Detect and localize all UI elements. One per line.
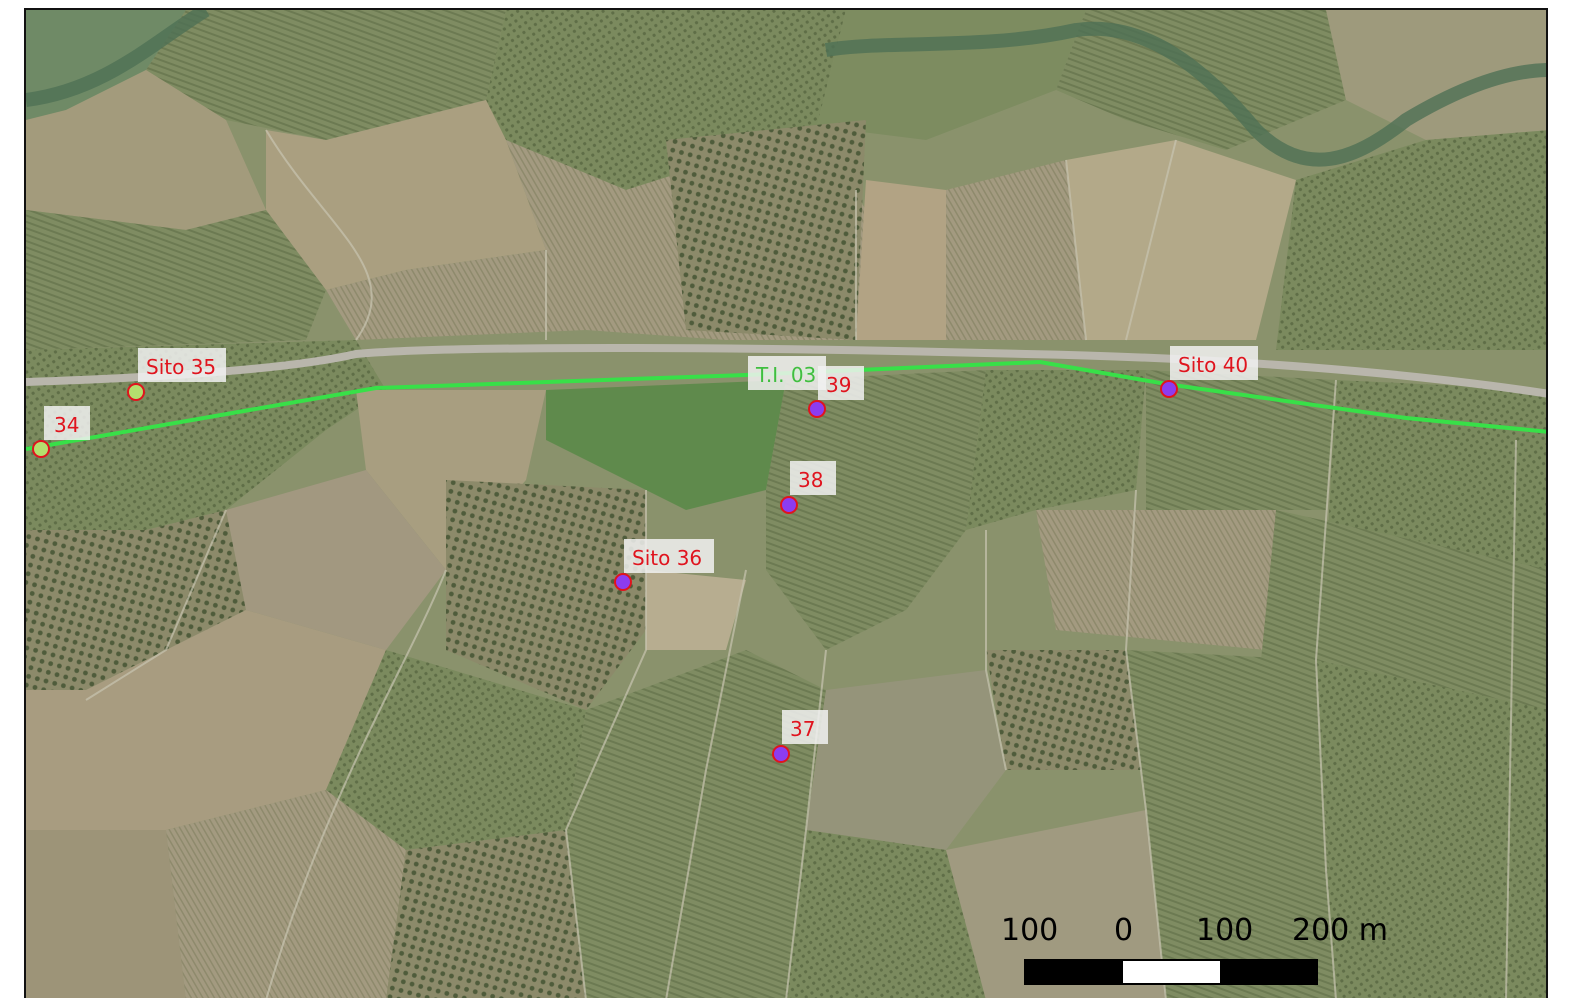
site-label: Sito 36 — [632, 546, 702, 570]
site-marker-dot[interactable] — [127, 383, 145, 401]
site-markers[interactable]: 34 Sito 35 39 38 Sito 36 — [32, 346, 1258, 763]
site-35[interactable]: Sito 35 — [127, 348, 226, 401]
river — [26, 10, 1546, 167]
site-34[interactable]: 34 — [32, 406, 90, 458]
site-marker-dot[interactable] — [780, 496, 798, 514]
map-frame[interactable]: T.I. 03 34 Sito 35 39 38 — [24, 8, 1548, 998]
site-label-bg — [624, 539, 714, 573]
site-label-bg — [818, 366, 864, 400]
site-label-bg — [790, 461, 836, 495]
site-label-bg — [138, 348, 226, 382]
site-label-bg — [782, 710, 828, 744]
route-label-text: T.I. 03 — [755, 363, 816, 387]
site-marker-dot[interactable] — [32, 440, 50, 458]
scale-bar-segment — [1025, 960, 1123, 984]
site-marker-dot[interactable] — [808, 400, 826, 418]
scale-bar-segment — [1220, 960, 1317, 984]
site-38[interactable]: 38 — [780, 461, 836, 514]
scale-tick-label: 100 — [1001, 913, 1058, 948]
site-marker-dot[interactable] — [772, 745, 790, 763]
site-label: 37 — [790, 717, 815, 741]
site-40[interactable]: Sito 40 — [1160, 346, 1258, 398]
site-marker-dot[interactable] — [614, 573, 632, 591]
site-label: Sito 40 — [1178, 353, 1248, 377]
scale-tick-label: 0 — [1114, 913, 1133, 948]
scale-bar: 100 0 100 200 m — [1001, 913, 1388, 985]
site-37[interactable]: 37 — [772, 710, 828, 763]
aerial-map[interactable]: T.I. 03 34 Sito 35 39 38 — [26, 10, 1548, 998]
site-label: 39 — [826, 373, 851, 397]
site-label: 34 — [54, 413, 79, 437]
site-label: 38 — [798, 468, 823, 492]
site-label-bg — [1170, 346, 1258, 380]
site-label: Sito 35 — [146, 355, 216, 379]
scale-tick-label: 100 — [1196, 913, 1253, 948]
scale-tick-label: 200 m — [1292, 913, 1388, 948]
route-label: T.I. 03 — [748, 356, 826, 390]
site-marker-dot[interactable] — [1160, 380, 1178, 398]
site-36[interactable]: Sito 36 — [614, 539, 714, 591]
road — [26, 344, 1546, 398]
route-line[interactable] — [26, 359, 1548, 451]
site-label-bg — [44, 406, 90, 440]
site-39[interactable]: 39 — [808, 366, 864, 418]
